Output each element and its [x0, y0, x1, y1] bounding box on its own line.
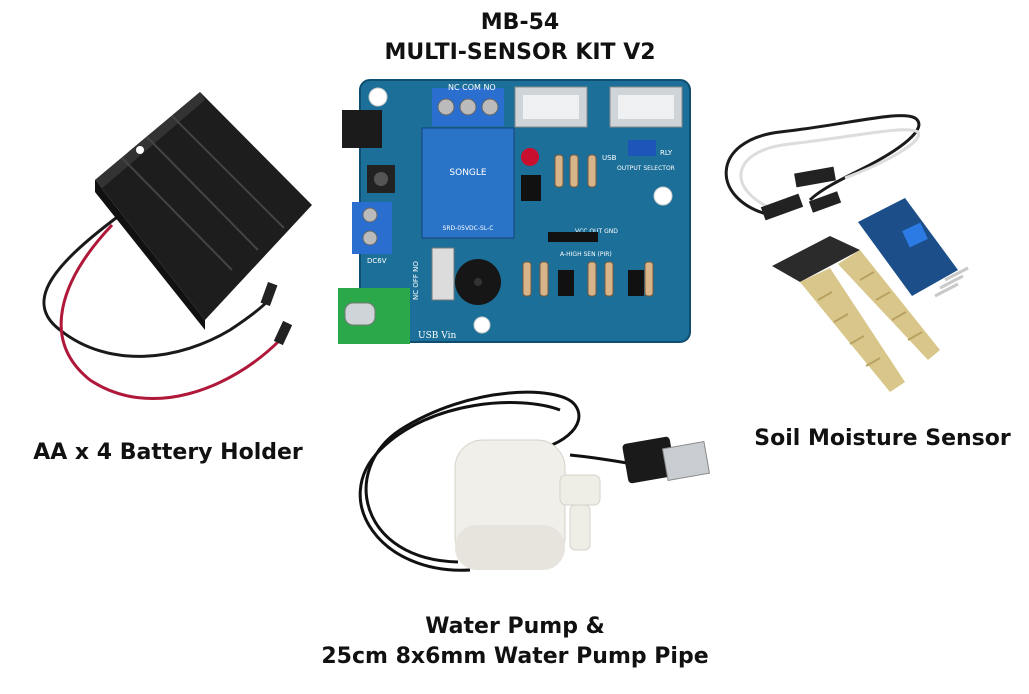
battery-caption: AA x 4 Battery Holder	[33, 440, 303, 465]
soil-caption: Soil Moisture Sensor	[754, 426, 1011, 451]
battery-holder	[42, 92, 312, 401]
kit-caption: MB-54 MULTI-SENSOR KIT V2	[330, 8, 710, 68]
water-pump	[358, 390, 711, 572]
output-selector-label: OUTPUT SELECTOR	[617, 165, 675, 172]
soil-moisture-sensor	[724, 114, 969, 392]
relay-brand: SONGLE	[449, 168, 487, 178]
nc-com-no-label: NC COM NO	[448, 83, 496, 92]
relay-model: SRD-05VDC-SL-C	[443, 225, 494, 232]
dc6v-label: DC6V	[367, 257, 387, 265]
pump-caption-line1: Water Pump &	[425, 614, 605, 639]
pump-caption: Water Pump & 25cm 8x6mm Water Pump Pipe	[300, 612, 730, 672]
nc-off-no-label: NC OFF NO	[412, 261, 420, 300]
multi-sensor-board: NC COM NO SONGLE SRD-05VDC-SL-C USB Vin	[338, 79, 691, 344]
pump-caption-line2: 25cm 8x6mm Water Pump Pipe	[321, 644, 709, 669]
a-high-label: A-HIGH SEN (PIR)	[560, 251, 612, 258]
usb-vin-label: USB Vin	[418, 331, 456, 341]
usb-label: USB	[602, 154, 617, 162]
kit-title-line1: MB-54	[480, 10, 560, 35]
vcc-out-gnd-label: VCC OUT GND	[575, 228, 618, 235]
kit-title-line2: MULTI-SENSOR KIT V2	[384, 40, 656, 65]
battery-connector-black	[260, 281, 278, 307]
rly-label: RLY	[660, 149, 673, 157]
battery-connector-red	[273, 320, 293, 346]
contact-label: CONTACT BUT / SEN	[343, 160, 350, 220]
